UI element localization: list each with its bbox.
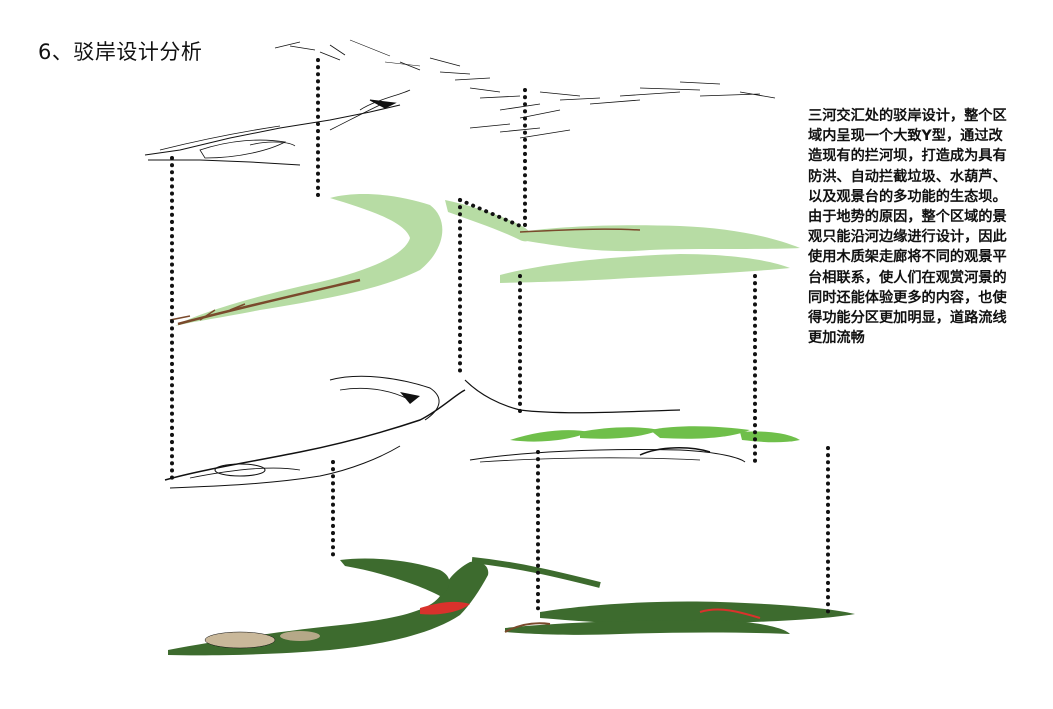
layer-light-green (169, 194, 800, 326)
layer-plan-drawing (164, 375, 800, 489)
layer-color-plan (168, 557, 855, 656)
layer-line-sketch (144, 39, 776, 166)
description-text: 三河交汇处的驳岸设计，整个区 域内呈现一个大致Y型，通过改 造现有的拦河坝，打造… (808, 108, 1007, 347)
page-title: 6、驳岸设计分析 (38, 40, 203, 64)
dotted-connectors (170, 58, 830, 614)
